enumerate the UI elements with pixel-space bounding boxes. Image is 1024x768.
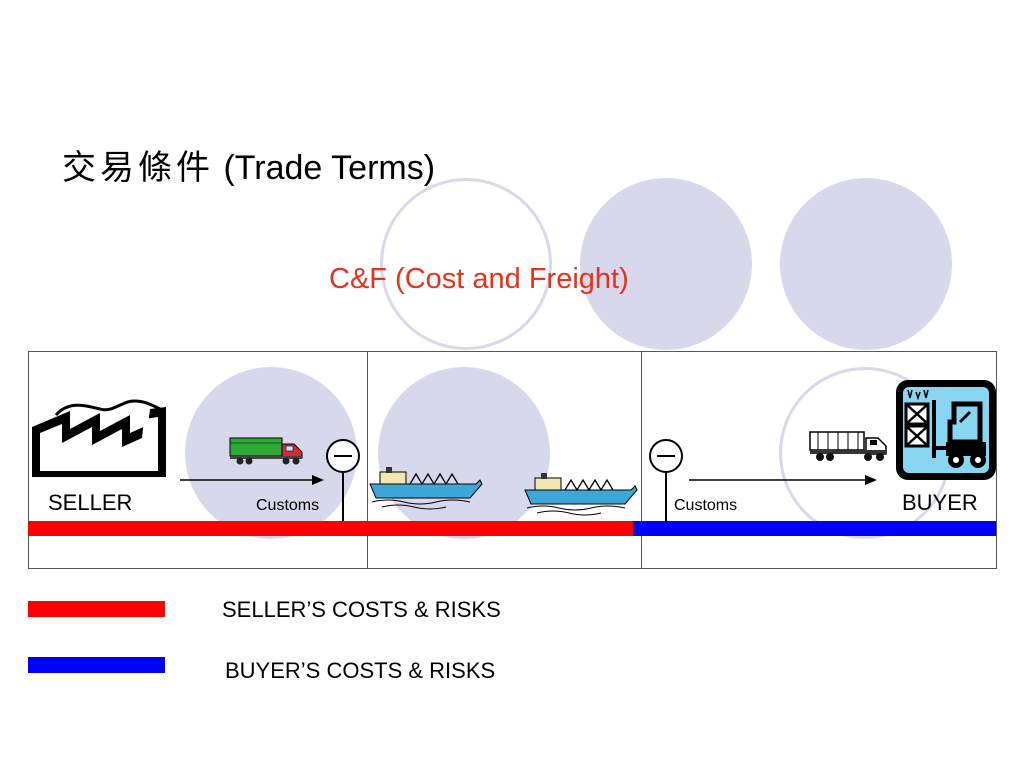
divider-left [367,352,368,568]
decor-circle-filled-1 [580,178,752,350]
forklift-warehouse-icon [896,380,996,480]
buyer-label: BUYER [902,490,978,515]
legend-seller-swatch [28,601,165,617]
decor-circle-filled-2 [780,178,952,350]
arrow-seller-to-customs [180,475,324,485]
seller-label: SELLER [48,490,133,515]
arrow-customs-to-buyer [689,475,877,485]
seller-cost-bar [28,521,633,536]
buyer-cost-bar [633,521,996,536]
legend-buyer-swatch [28,657,165,673]
page-title: 交易條件 (Trade Terms) [62,140,435,189]
ship-icon [369,467,483,510]
customs-gate-icon [326,439,360,521]
title-english: (Trade Terms) [223,149,436,187]
trailer-truck-icon [809,431,887,461]
trade-term-subtitle: C&F (Cost and Freight) [329,263,629,295]
customs-right-label: Customs [674,497,738,514]
ship-icon [524,473,638,516]
customs-gate-icon [649,439,683,521]
legend-seller-text: SELLER’S COSTS & RISKS [222,597,501,622]
legend-buyer-text: BUYER’S COSTS & RISKS [225,658,496,683]
truck-icon [229,437,303,465]
trade-flow-diagram [28,351,997,569]
factory-icon [32,399,166,477]
decor-circle-outline-1 [380,178,552,350]
decor-circle-filled-4 [378,367,550,539]
title-chinese: 交易條件 [62,148,214,188]
customs-left-label: Customs [256,497,320,514]
divider-right [641,352,642,568]
